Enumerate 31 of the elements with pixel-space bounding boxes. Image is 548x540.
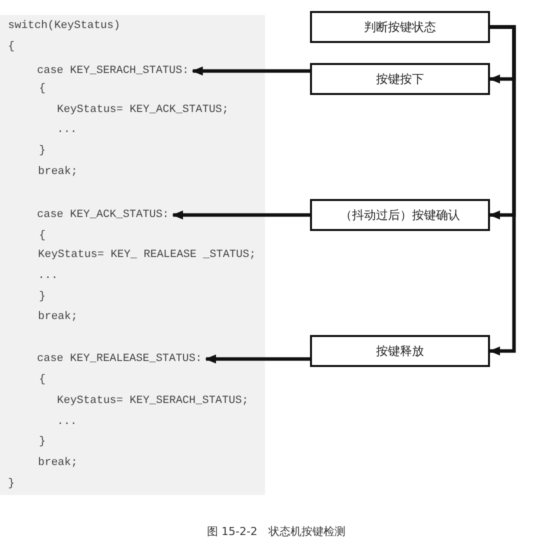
arrow — [489, 25, 516, 356]
code-line: { — [39, 229, 46, 243]
state-box: 判断按键状态 — [310, 11, 490, 43]
code-line: { — [8, 40, 15, 54]
code-line: } — [39, 144, 46, 158]
code-line: { — [39, 82, 46, 96]
arrow — [205, 354, 310, 364]
code-line: break; — [38, 456, 78, 470]
code-line: break; — [38, 165, 78, 179]
code-line: break; — [38, 310, 78, 324]
state-box: （抖动过后）按键确认 — [310, 199, 490, 231]
code-line: ... — [38, 269, 58, 283]
code-line: switch(KeyStatus) — [8, 19, 120, 33]
arrow — [172, 210, 310, 220]
code-line: case KEY_ACK_STATUS: — [37, 208, 170, 222]
state-box: 按键按下 — [310, 63, 490, 95]
code-line: ... — [57, 123, 77, 137]
code-line: ... — [57, 415, 77, 429]
code-line: KeyStatus= KEY_ REALEASE _STATUS; — [38, 248, 256, 262]
code-line: { — [39, 373, 46, 387]
state-box: 按键释放 — [310, 335, 490, 367]
code-line: } — [39, 435, 46, 449]
code-line: KeyStatus= KEY_ACK_STATUS; — [57, 103, 229, 117]
code-line: case KEY_SERACH_STATUS: — [37, 64, 189, 78]
code-line: KeyStatus= KEY_SERACH_STATUS; — [57, 394, 248, 408]
figure-caption: 图 15-2-2 状态机按键检测 — [207, 524, 346, 539]
code-line: } — [8, 477, 15, 491]
code-panel — [0, 15, 265, 495]
code-line: } — [39, 290, 46, 304]
code-line: case KEY_REALEASE_STATUS: — [37, 352, 202, 366]
arrow — [192, 66, 310, 76]
